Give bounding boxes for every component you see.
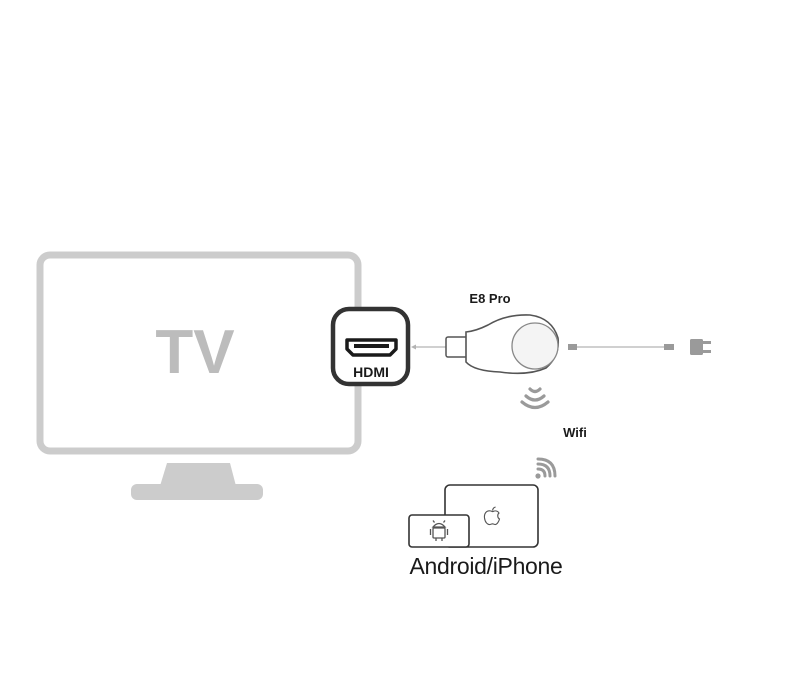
dongle-to-hdmi-line [411,344,446,350]
hdmi-icon [345,338,398,357]
wifi-label: Wifi [563,425,587,440]
dongle-plug [445,336,469,358]
tv-label: TV [155,318,234,387]
hdmi-port: HDMI [330,306,411,387]
mobile-devices [408,484,539,548]
tv-stand-base [131,484,263,500]
power-plug-icon [690,339,711,355]
dongle-model-label: E8 Pro [469,291,510,306]
dongle-cap [511,322,559,370]
apple-icon [483,506,501,526]
tv-stand-neck [160,463,236,486]
phone-wifi-icon [535,457,557,479]
android-icon [429,520,449,541]
devices-label: Android/iPhone [409,553,562,579]
e8-pro-dongle: E8 Pro [445,291,560,375]
tv: TV [36,251,362,500]
hdmi-label: HDMI [353,364,389,380]
dongle-wifi-icon [520,387,550,410]
power-cable [568,339,711,355]
android-device [408,514,470,548]
